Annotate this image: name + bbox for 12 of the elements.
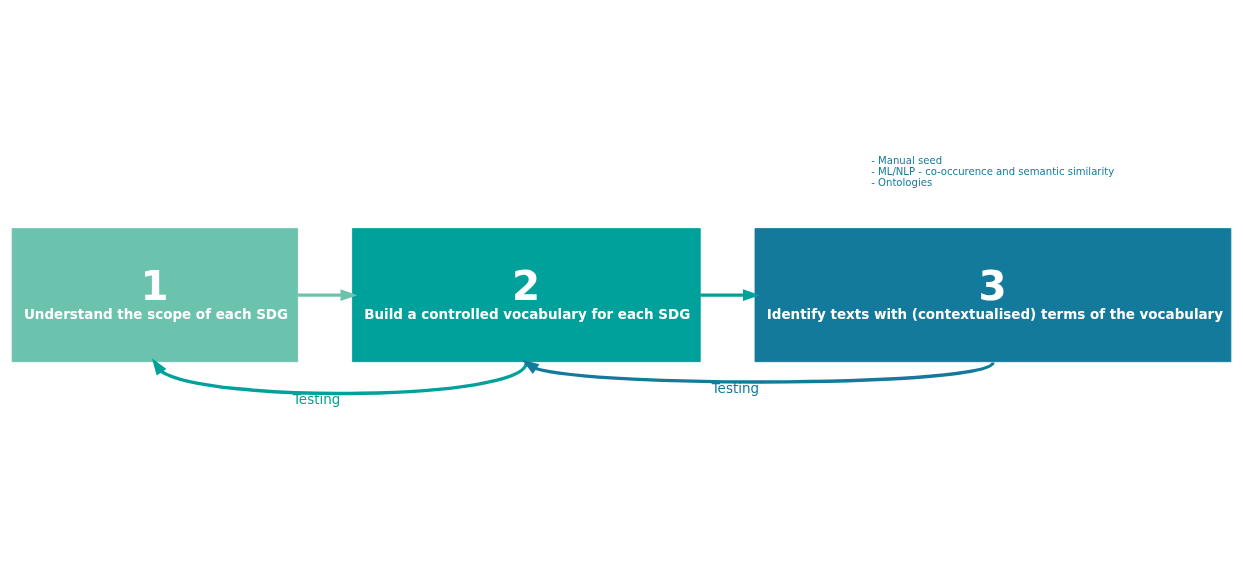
arrow [152,358,528,395]
node-label: - Manual seed [871,154,943,166]
edge-label: Testing [292,391,341,408]
node-box: 1 Understand the scope of each SDG [11,228,299,363]
node-box: 3 Identify texts with (contextualised) terms of the vocabulary [754,228,1232,363]
edge-label: Testing [711,379,760,396]
node-label: - ML/NLP - co-occurence and semantic similarity [871,165,1115,177]
node-box: 2 Build a controlled vocabulary for each SDG [351,228,701,363]
arrow [522,359,994,384]
node-label: - Ontologies [871,176,933,188]
arrow [297,289,358,302]
arrow [700,289,760,302]
